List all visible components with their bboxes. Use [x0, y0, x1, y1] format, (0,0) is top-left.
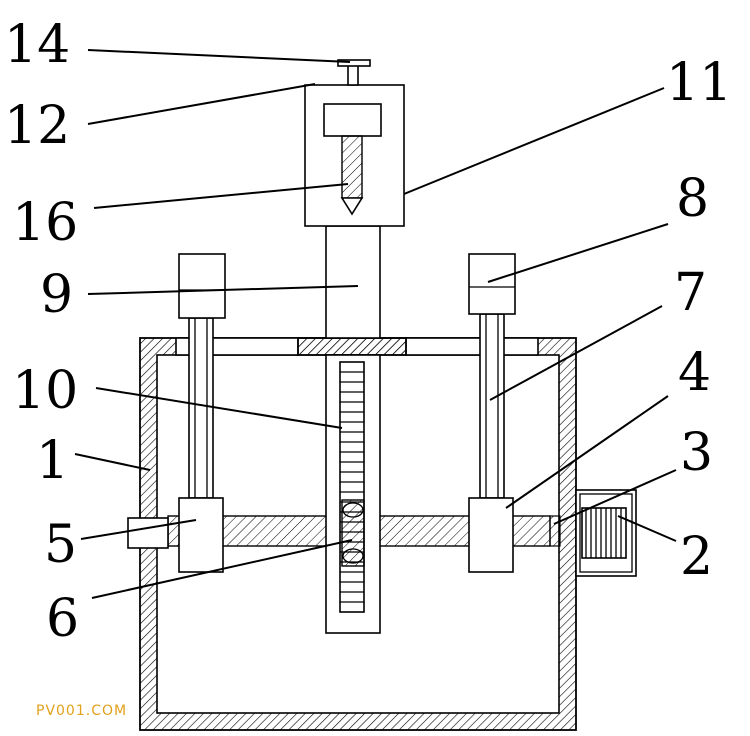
callout-8: 8	[676, 169, 709, 229]
callout-14: 14	[4, 15, 70, 75]
callout-7: 7	[674, 263, 707, 323]
leader-4	[505, 395, 669, 509]
callout-12: 12	[4, 96, 70, 156]
leader-2	[617, 515, 677, 542]
callout-5: 5	[44, 515, 77, 575]
callout-2: 2	[680, 527, 713, 587]
leader-14	[87, 49, 351, 63]
leader-12	[87, 83, 316, 125]
callout-3: 3	[680, 423, 713, 483]
left-slider	[178, 253, 226, 573]
leader-8	[487, 223, 669, 283]
leader-9	[87, 285, 359, 295]
callout-16: 16	[12, 193, 78, 253]
watermark: PV001.COM	[36, 703, 127, 719]
right-slider	[468, 253, 516, 573]
leader-16	[93, 183, 349, 209]
leader-6	[91, 539, 353, 599]
callout-11: 11	[666, 53, 732, 113]
central-rack	[297, 337, 407, 634]
callout-1: 1	[36, 431, 69, 491]
callout-10: 10	[12, 361, 78, 421]
leader-7	[489, 305, 663, 401]
motor	[575, 489, 637, 577]
leader-5	[80, 519, 197, 540]
upper-box	[304, 84, 405, 227]
central-post	[325, 225, 381, 339]
callout-6: 6	[46, 589, 79, 649]
gear	[341, 499, 365, 567]
adjust-knob	[337, 59, 371, 86]
leader-10	[95, 387, 343, 429]
leader-11	[403, 87, 665, 195]
leader-3	[553, 469, 677, 525]
callout-4: 4	[678, 343, 711, 403]
callout-9: 9	[40, 265, 73, 325]
leader-1	[74, 453, 151, 471]
left-bearing	[127, 517, 169, 549]
